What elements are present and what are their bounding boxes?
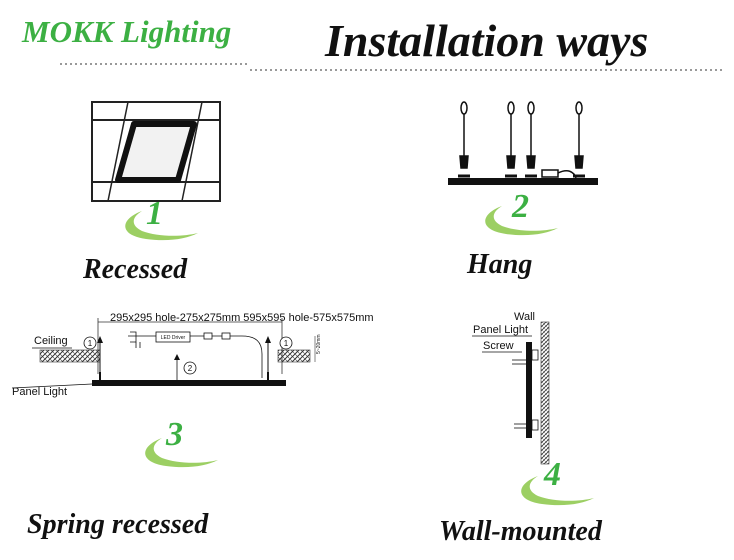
label-hang: Hang bbox=[467, 249, 533, 280]
brand-logo-text: MOKK Lighting bbox=[22, 14, 232, 49]
spring-recessed-diagram: 295x295 hole-275x275mm 595x595 hole-575x… bbox=[11, 312, 374, 398]
label-spring-recessed: Spring recessed bbox=[27, 509, 209, 540]
number-3-swoosh bbox=[145, 438, 218, 468]
page-title: Installation ways bbox=[325, 15, 649, 66]
wall-label: Wall bbox=[514, 311, 535, 323]
panel-light-label: Panel Light bbox=[12, 386, 67, 398]
svg-text:1: 1 bbox=[88, 339, 93, 348]
number-3: 3 bbox=[166, 416, 183, 453]
number-2-swoosh bbox=[485, 206, 558, 236]
label-recessed: Recessed bbox=[83, 254, 188, 285]
number-4-swoosh bbox=[521, 476, 594, 506]
ceiling-label: Ceiling bbox=[34, 335, 68, 347]
number-4: 4 bbox=[544, 456, 561, 493]
wall-mounted-diagram: Wall Panel Light Screw bbox=[472, 311, 550, 465]
dimension-note: 295x295 hole-275x275mm 595x595 hole-575x… bbox=[110, 312, 374, 324]
svg-text:1: 1 bbox=[284, 339, 289, 348]
number-1: 1 bbox=[146, 195, 163, 232]
hang-diagram bbox=[448, 101, 598, 185]
number-1-swoosh bbox=[125, 211, 198, 241]
recessed-diagram bbox=[91, 101, 221, 202]
label-wall-mounted: Wall-mounted bbox=[439, 516, 602, 547]
number-2: 2 bbox=[512, 188, 529, 225]
svg-text:LED Driver: LED Driver bbox=[161, 335, 186, 341]
panel-light-label: Panel Light bbox=[473, 324, 528, 336]
screw-label: Screw bbox=[483, 340, 514, 352]
dotted-divider bbox=[60, 63, 725, 71]
svg-text:5~20mm: 5~20mm bbox=[316, 334, 322, 354]
svg-text:2: 2 bbox=[188, 364, 193, 373]
